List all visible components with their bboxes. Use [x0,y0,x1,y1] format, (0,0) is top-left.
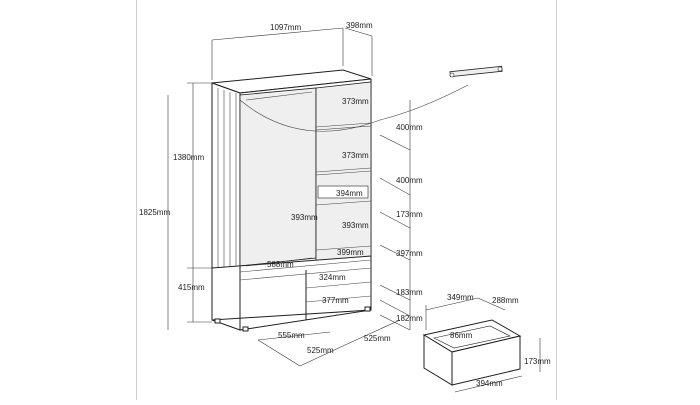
label-base-525-right: 525mm [364,334,391,343]
hanging-rail [245,91,313,101]
small-drawer [317,185,369,199]
right-frame-line [556,0,557,400]
shelf-4 [315,245,372,251]
dimension-labels: 1097mm 398mm 1825mm 1380mm 415mm 373mm 3… [139,21,551,388]
label-right-397: 397mm [396,249,423,258]
label-inner-394: 394mm [336,189,363,198]
label-lower-height: 415mm [178,283,205,292]
drawer-side [451,335,521,386]
label-total-height: 1825mm [139,208,170,217]
exploded-panels [379,134,411,331]
label-right-400-b: 400mm [396,176,423,185]
lower-base [211,255,372,321]
label-inner-393-side: 393mm [291,213,318,222]
label-right-182: 182mm [396,314,423,323]
label-drawer-width-top: 349mm [447,293,474,302]
label-right-400-a: 400mm [396,123,423,132]
label-shelf-373-a: 373mm [342,97,369,106]
label-shelf-373-b: 373mm [342,151,369,160]
label-drawer-width-bottom: 394mm [476,379,503,388]
left-frame-line [136,0,137,400]
label-inner-399: 399mm [337,248,364,257]
label-inner-377: 377mm [322,296,349,305]
shelf-3 [315,200,372,206]
label-base-525-left: 525mm [307,346,334,355]
label-inner-324: 324mm [319,273,346,282]
label-drawer-depth: 288mm [492,296,519,305]
label-drawer-height: 173mm [524,357,551,366]
rail-callout-arc [379,84,469,121]
label-top-depth: 398mm [346,21,373,30]
dimension-lines [167,27,411,367]
shelf-1 [315,122,372,128]
shelf-2 [315,167,372,173]
rail-detail [449,65,503,78]
label-top-width: 1097mm [270,23,301,32]
label-inner-588: 588mm [267,260,294,269]
door-swing-arc [239,99,381,132]
wardrobe-body [211,69,469,332]
drawer-detail [422,297,541,393]
label-right-173: 173mm [396,210,423,219]
label-right-183: 183mm [396,288,423,297]
label-drawer-inner: 86mm [450,331,473,340]
shelf-column [315,81,372,263]
label-inner-393: 393mm [342,221,369,230]
hanging-section [239,87,317,267]
label-base-555: 555mm [278,331,305,340]
label-upper-height: 1380mm [173,153,204,162]
